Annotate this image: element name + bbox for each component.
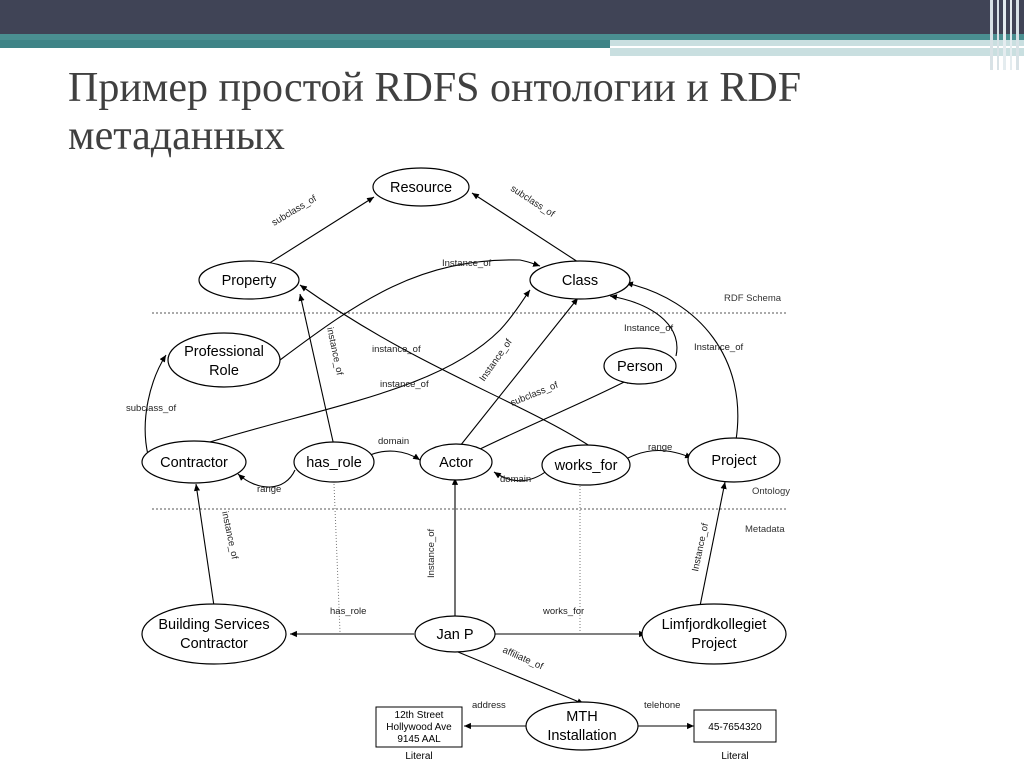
label-class-subclass-of: subclass_of <box>508 183 556 220</box>
label-actor-subclass-of: subclass_of <box>509 380 560 409</box>
edge-works-for-property <box>299 284 597 451</box>
node-actor <box>419 443 493 481</box>
node-class <box>529 260 631 300</box>
layer-label-metadata: Metadata <box>745 524 785 535</box>
edge-has-role-property <box>298 293 335 447</box>
node-property <box>198 260 300 300</box>
node-works-for-label: works_for <box>554 458 618 474</box>
edge-actor-class <box>459 297 579 447</box>
node-contractor <box>141 440 247 484</box>
label-affiliate-of: affiliate_of <box>501 645 545 673</box>
node-mth-label-1: MTH <box>566 709 597 725</box>
node-has-role <box>293 441 375 483</box>
edge-has-role-actor-domain <box>367 450 421 461</box>
node-class-label: Class <box>562 273 598 289</box>
edge-contractor-professional-role <box>144 354 167 456</box>
label-works-for-domain: domain <box>500 474 531 485</box>
node-person-label: Person <box>617 359 663 375</box>
literal-address-type: Literal <box>405 751 432 762</box>
node-project <box>687 437 781 483</box>
layer-label-rdf-schema: RDF Schema <box>724 293 782 304</box>
label-has-role-range: range <box>257 484 281 495</box>
node-project-label: Project <box>711 453 756 469</box>
label-address: address <box>472 700 506 711</box>
edge-bsc-contractor <box>193 483 215 607</box>
node-jan-p <box>414 615 496 653</box>
edge-works-for-actor-domain <box>493 469 549 482</box>
label-professional-role-instance-of: Instance_of <box>442 258 491 269</box>
label-telehone: telehone <box>644 700 680 711</box>
literal-address-line3: 9145 AAL <box>397 734 441 745</box>
label-works-for-metadata: works_for <box>542 606 584 617</box>
edge-person-class <box>609 294 678 357</box>
node-mth-label-2: Installation <box>547 728 616 744</box>
edge-property-resource <box>267 196 375 265</box>
node-professional-role-label-1: Professional <box>184 344 264 360</box>
slide-title: Пример простой RDFS онтологии и RDF мета… <box>68 64 968 160</box>
edge-professional-role-class <box>279 259 541 361</box>
edge-janp-mth <box>457 651 585 705</box>
node-property-label: Property <box>222 273 278 289</box>
edge-project-class <box>625 281 739 441</box>
node-has-role-label: has_role <box>306 455 362 471</box>
literal-phone-type: Literal <box>721 751 748 762</box>
label-actor-instance-of: Instance_of <box>477 337 514 384</box>
node-works-for <box>541 444 631 486</box>
label-works-for-range: range <box>648 442 672 453</box>
label-contractor-subclass-of: subclass_of <box>126 403 177 414</box>
label-contractor-instance-of: instance_of <box>380 379 429 390</box>
edge-actor-person <box>477 377 633 451</box>
has-role-guide-line <box>333 483 341 633</box>
label-has-role-metadata: has_role <box>330 606 366 617</box>
node-limfjordkollegiet-project <box>641 603 787 665</box>
label-works-for-instance-of: instance_of <box>372 344 421 355</box>
label-property-subclass-of: subclass_of <box>270 193 319 228</box>
node-bsc-label-1: Building Services <box>158 617 269 633</box>
top-banner <box>0 0 1024 70</box>
label-project-instance-of: Instance_of <box>694 342 743 353</box>
slide-title-line2: метаданных <box>68 113 285 159</box>
node-building-services-contractor <box>141 603 287 665</box>
node-resource-label: Resource <box>390 180 452 196</box>
literal-phone-value: 45-7654320 <box>708 722 762 733</box>
literal-address-line2: Hollywood Ave <box>386 722 452 733</box>
edge-contractor-class <box>199 289 531 446</box>
label-janp-instance-of: Instance_of <box>426 529 437 578</box>
label-person-instance-of: Instance_of <box>624 323 673 334</box>
label-has-role-domain: domain <box>378 436 409 447</box>
node-bsc-label-2: Contractor <box>180 636 248 652</box>
node-jan-p-label: Jan P <box>436 627 473 643</box>
node-limf-label-2: Project <box>691 636 736 652</box>
edge-class-resource <box>471 192 579 263</box>
node-actor-label: Actor <box>439 455 473 471</box>
literal-address-line1: 12th Street <box>395 710 444 721</box>
edge-limf-project <box>699 481 727 607</box>
slide-title-line1: Пример простой RDFS онтологии и RDF <box>68 65 802 111</box>
label-bsc-instance-of: instance_of <box>219 510 240 560</box>
node-limf-label-1: Limfjordkollegiet <box>662 617 767 633</box>
literal-phone-box <box>693 709 777 743</box>
node-person <box>603 347 677 385</box>
node-contractor-label: Contractor <box>160 455 228 471</box>
layer-label-ontology: Ontology <box>752 486 790 497</box>
edge-works-for-project-range <box>627 450 693 459</box>
label-has-role-instance-of: instance_of <box>324 326 345 376</box>
node-professional-role-label-2: Role <box>209 363 239 379</box>
node-mth-installation <box>525 701 639 751</box>
literal-address-box <box>375 706 463 748</box>
edge-has-role-contractor-range <box>237 469 296 488</box>
node-professional-role <box>167 332 281 388</box>
node-resource <box>372 167 470 207</box>
